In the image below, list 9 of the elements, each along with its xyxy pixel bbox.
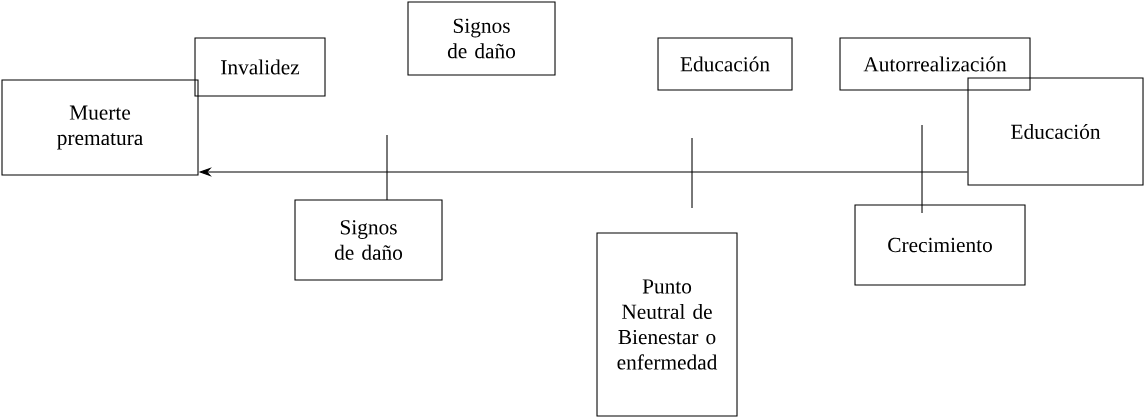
text-box: Punto Neutral de Bienestar o enfermedad — [596, 232, 738, 417]
text-box: Crecimiento — [854, 204, 1026, 286]
text-box: Signos de daño — [294, 199, 443, 281]
text-box: Educación — [967, 77, 1144, 186]
text-box: Muerte prematura — [1, 79, 199, 176]
text-box: Signos de daño — [407, 1, 556, 76]
text-box: Educación — [657, 37, 793, 91]
text-box: Autorrealización — [839, 37, 1031, 91]
text-box: Invalidez — [194, 37, 326, 97]
